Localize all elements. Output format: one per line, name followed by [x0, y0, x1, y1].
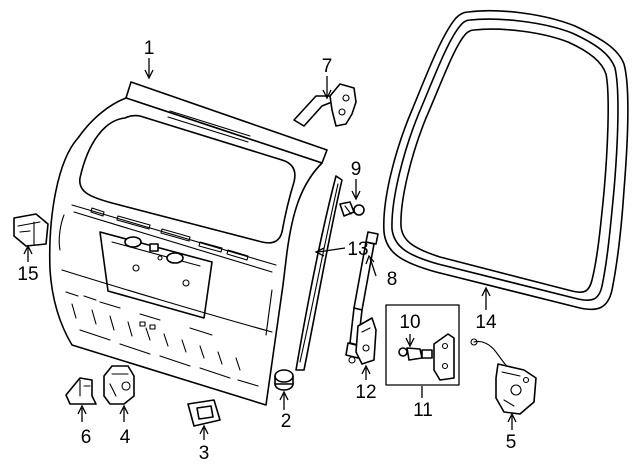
callout-10: 10 — [399, 312, 420, 333]
callout-6: 6 — [81, 427, 92, 448]
leader-lines — [23, 58, 517, 440]
hinge-icon — [293, 83, 357, 127]
bracket-icon — [355, 317, 377, 365]
ball-stud-icon — [398, 347, 433, 361]
handle-icon — [187, 399, 221, 427]
callout-7: 7 — [322, 56, 333, 77]
bumper-stop-icon — [274, 369, 294, 391]
callout-1: 1 — [144, 38, 155, 59]
callout-labels: 1 2 3 4 5 6 7 8 9 10 11 12 13 14 15 — [17, 38, 516, 464]
callout-13: 13 — [347, 239, 368, 260]
bracket-icon — [433, 333, 455, 381]
callout-3: 3 — [199, 443, 210, 464]
ball-stud-icon — [339, 201, 365, 217]
clip-icon — [65, 377, 97, 405]
callout-2: 2 — [281, 411, 292, 432]
callout-9: 9 — [351, 159, 362, 180]
callout-11: 11 — [413, 400, 433, 421]
latch-assembly-icon — [470, 338, 537, 415]
callout-4: 4 — [120, 427, 131, 448]
liftgate-panel-icon — [48, 81, 328, 406]
callout-5: 5 — [506, 432, 517, 453]
callout-8: 8 — [387, 269, 398, 290]
callout-15: 15 — [17, 264, 38, 285]
weatherstrip-seal-icon — [383, 9, 629, 311]
trim-strip-icon — [295, 175, 343, 371]
bumper-icon — [13, 213, 49, 247]
striker-icon — [103, 365, 135, 405]
callout-12: 12 — [355, 382, 376, 403]
callout-14: 14 — [475, 312, 497, 333]
